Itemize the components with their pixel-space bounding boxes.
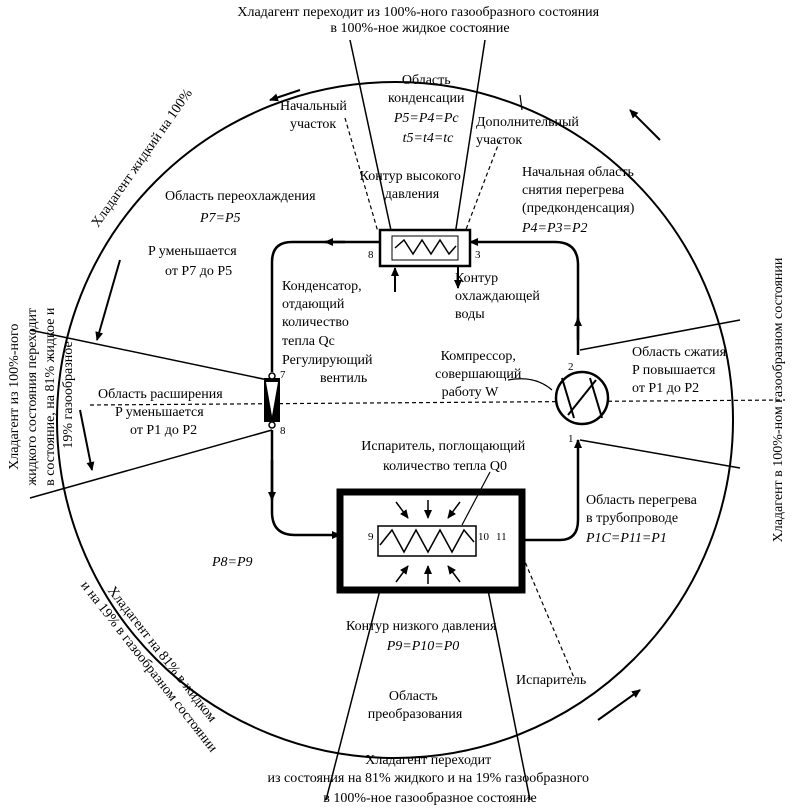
heat-arrow	[447, 565, 461, 583]
point-label: 2	[568, 361, 574, 373]
point-label: 8	[280, 425, 286, 437]
point-label: 7	[280, 369, 286, 381]
dashed-line	[519, 549, 576, 681]
circle-arrow	[269, 89, 301, 102]
point-label: 3	[475, 249, 481, 261]
condenser-box	[378, 228, 472, 268]
expansion-label: Область расширения P уменьшается от P1 д…	[98, 387, 226, 438]
dashed-line	[519, 94, 523, 111]
compressor-pointer	[507, 378, 553, 391]
p-decrease-top-label: P уменьшается от P7 до P5	[148, 244, 240, 279]
refrigerant-loop	[469, 238, 580, 355]
desuperheat-label: Начальная область снятия перегрева (пред…	[521, 165, 638, 236]
point-label: 8	[368, 249, 374, 261]
state-circle	[56, 81, 734, 759]
superheat-label: Область перегрева в трубопроводе P1C=P11…	[585, 493, 700, 546]
top-title: Хладагент переходит из 100%-ного газообр…	[237, 5, 602, 36]
condenser-coil	[394, 238, 457, 256]
evaporator-coil	[379, 528, 475, 554]
left-side-label: Хладагент из 100%-ного жидкого состояния…	[7, 304, 76, 486]
boundary-line	[454, 39, 486, 236]
circle-arrow	[629, 109, 661, 141]
compressor-blade	[561, 377, 575, 419]
heat-arrow	[395, 501, 409, 519]
circle-arrow	[79, 409, 95, 471]
valve-shape	[266, 382, 278, 416]
bottom-left-arc-label: Хладагент на 81% в жидком и на 19% в газ…	[77, 567, 234, 755]
evaporator-label: Испаритель	[516, 673, 586, 688]
transformation-label: Область преобразования	[368, 689, 463, 722]
condenser-label: Конденсатор, отдающий количество тепла Q…	[282, 279, 365, 349]
condensation-label: Область конденсации P5=P4=Pc t5=t4=tc	[388, 73, 468, 146]
high-pressure-label: Контур высокого давления	[360, 169, 465, 202]
additional-section-label: Дополнительный участок	[476, 115, 582, 148]
point-label: 1	[568, 433, 574, 445]
compressor-label: Компрессор, совершающий работу W	[435, 349, 525, 400]
cooling-water-label: Контур охлаждающей воды	[455, 271, 543, 322]
heat-arrow	[447, 501, 461, 519]
valve-node	[268, 372, 276, 380]
bottom-title: Хладагент переходит из состояния на 81% …	[268, 753, 593, 806]
right-side-label: Хладагент в 100%-ном газообразном состоя…	[771, 257, 786, 542]
initial-section-label: Начальный участок	[280, 99, 350, 132]
boundary-line	[29, 329, 269, 381]
condenser-inner	[391, 235, 459, 261]
valve-label: Регулирующий вентиль	[282, 353, 376, 386]
evaporator-heat-label: Испаритель, поглощающий количество тепла…	[361, 439, 528, 474]
circle-arrow	[597, 689, 641, 721]
boundary-line	[29, 429, 273, 499]
refrigerant-loop	[520, 439, 582, 542]
refrigerant-loop	[270, 240, 392, 372]
valve-node	[268, 421, 276, 429]
circle-arrow	[95, 259, 121, 341]
dashed-line	[89, 399, 786, 406]
boundary-line	[487, 589, 531, 801]
subcooling-label: Область переохлаждения P7=P5	[165, 189, 319, 226]
refrigerant-loop	[270, 430, 341, 539]
point-label: 9	[368, 531, 374, 543]
evaporator-outer	[336, 488, 526, 594]
compression-label: Область сжатия P повышается от P1 до P2	[632, 345, 730, 396]
p8-p9-label: P8=P9	[211, 555, 253, 570]
dashed-line	[464, 139, 501, 233]
compressor-blade	[589, 377, 603, 419]
boundary-line	[579, 439, 741, 469]
point-label: 11	[496, 531, 507, 543]
boundary-line	[579, 319, 741, 351]
evaporator-pointer	[461, 471, 491, 526]
low-pressure-label: Контур низкого давления P9=P10=P0	[346, 619, 500, 654]
heat-arrow	[395, 565, 409, 583]
boundary-line	[325, 589, 381, 801]
boundary-line	[349, 39, 393, 236]
dashed-line	[344, 117, 379, 233]
point-label: 10	[478, 531, 490, 543]
